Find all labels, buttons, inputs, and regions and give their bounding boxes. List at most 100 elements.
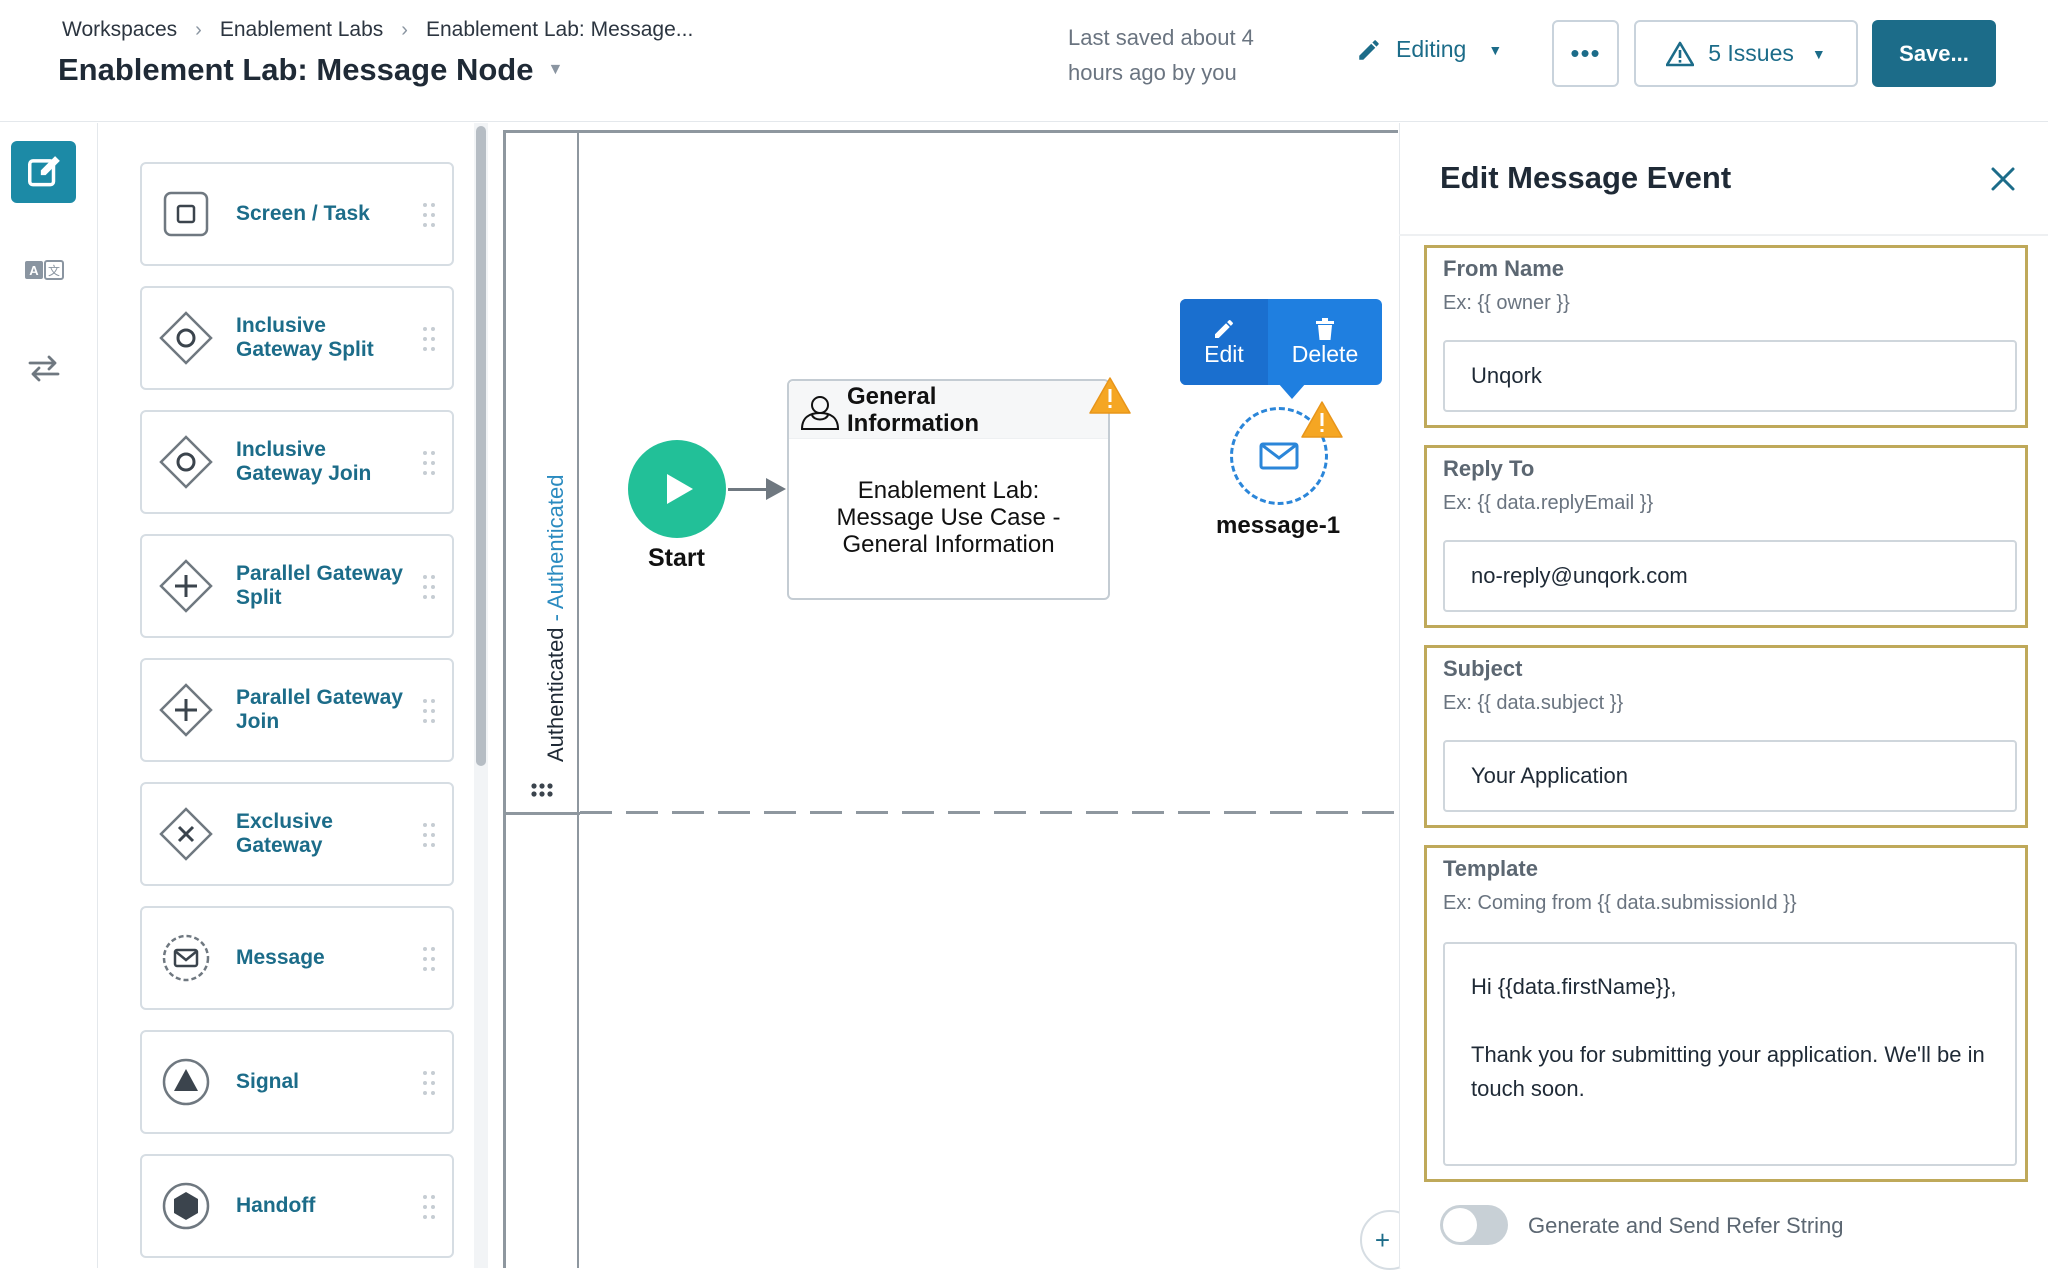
subject-label: Subject	[1443, 656, 1523, 681]
lane-divider	[506, 812, 580, 815]
template-textarea[interactable]: Hi {{data.firstName}}, Thank you for sub…	[1443, 942, 2017, 1166]
palette-item-label: Parallel Gateway Split	[236, 562, 403, 609]
drag-handle-icon[interactable]	[422, 1194, 436, 1220]
palette-item-label: Inclusive Gateway Split	[236, 314, 374, 361]
palette-item-label: Exclusive Gateway	[236, 810, 333, 857]
palette-item-label: Signal	[236, 1070, 300, 1093]
refer-string-toggle[interactable]	[1440, 1205, 1508, 1245]
warning-icon	[1666, 41, 1695, 66]
edit-icon	[27, 156, 60, 187]
palette-item-signal[interactable]: Signal	[140, 1030, 454, 1134]
drag-handle-icon[interactable]	[422, 450, 436, 476]
template-field: Template Ex: Coming from {{ data.submiss…	[1424, 845, 2028, 1182]
from-name-label: From Name	[1443, 256, 1565, 281]
handoff-icon	[158, 1178, 214, 1234]
square-icon	[158, 186, 214, 242]
palette-scrollbar-thumb[interactable]	[476, 126, 486, 766]
rail-swap-button[interactable]	[11, 337, 76, 399]
drag-handle-icon[interactable]	[422, 698, 436, 724]
palette-item-label: Parallel Gateway Join	[236, 686, 403, 733]
translate-icon: A 文	[24, 260, 64, 280]
close-icon[interactable]	[1988, 164, 2018, 194]
palette-item-inclusive-gateway-join[interactable]: Inclusive Gateway Join	[140, 410, 454, 514]
page-title[interactable]: Enablement Lab: Message Node ▼	[58, 52, 563, 88]
issues-button[interactable]: 5 Issues ▼	[1634, 20, 1858, 87]
reply-to-label: Reply To	[1443, 456, 1535, 481]
warning-icon[interactable]	[1300, 400, 1344, 440]
swimlane-pool	[503, 130, 1398, 1268]
task-title-line-1: General	[847, 383, 937, 410]
breadcrumb-workspaces[interactable]: Workspaces	[62, 18, 178, 41]
breadcrumb-current: Enablement Lab: Message...	[425, 18, 694, 41]
from-name-hint: Ex: {{ owner }}	[1443, 292, 1570, 314]
parallel-gateway-icon	[158, 558, 214, 614]
palette-item-screen-task[interactable]: Screen / Task	[140, 162, 454, 266]
rail-translate-button[interactable]: A 文	[11, 239, 76, 301]
palette-item-label: Message	[236, 946, 325, 969]
task-node-general-information[interactable]: General Information Enablement Lab: Mess…	[787, 379, 1110, 600]
palette-item-parallel-gateway-split[interactable]: Parallel Gateway Split	[140, 534, 454, 638]
task-title-line-2: Information	[847, 410, 979, 437]
subject-field: Subject Ex: {{ data.subject }} Your Appl…	[1424, 645, 2028, 828]
pencil-icon	[1359, 39, 1379, 60]
warning-icon[interactable]	[1088, 376, 1132, 416]
palette-item-label: Screen / Task	[236, 202, 370, 225]
task-node-body: Enablement Lab: Message Use Case - Gener…	[789, 477, 1108, 558]
palette-item-handoff[interactable]: Handoff	[140, 1154, 454, 1258]
caret-down-icon: ▼	[1811, 45, 1826, 62]
drag-handle-icon[interactable]	[422, 946, 436, 972]
task-body-line-1: Enablement Lab:	[857, 477, 1040, 504]
mode-label: Editing	[1396, 36, 1467, 62]
inclusive-gateway-icon	[158, 434, 214, 490]
palette-item-label: Handoff	[236, 1194, 316, 1217]
rail-edit-button[interactable]	[11, 141, 76, 203]
drag-handle-icon[interactable]	[422, 202, 436, 228]
palette-item-message[interactable]: Message	[140, 906, 454, 1010]
message-event-label: message-1	[1216, 512, 1341, 539]
inclusive-gateway-icon	[158, 310, 214, 366]
lane-header-lower	[506, 815, 579, 1268]
popover-edit-label: Edit	[1204, 340, 1244, 367]
exclusive-gateway-icon	[158, 806, 214, 862]
drag-handle-icon[interactable]	[422, 574, 436, 600]
page-title-text: Enablement Lab: Message Node	[58, 52, 534, 87]
play-icon	[667, 474, 693, 504]
drag-handle-icon[interactable]	[422, 822, 436, 848]
lane-label-role: Authenticated	[543, 627, 568, 762]
reply-to-input[interactable]: no-reply@unqork.com	[1443, 540, 2017, 612]
left-rail: A 文	[0, 123, 98, 1268]
lane-label: Authenticated - Authenticated	[543, 475, 569, 762]
breadcrumb: Workspaces › Enablement Labs › Enablemen…	[62, 18, 693, 42]
lane-grip-icon[interactable]	[530, 782, 554, 798]
from-name-input[interactable]: Unqork	[1443, 340, 2017, 412]
caret-down-icon[interactable]: ▼	[547, 61, 564, 78]
save-button[interactable]: Save...	[1872, 20, 1996, 87]
signal-icon	[158, 1054, 214, 1110]
mode-dropdown[interactable]: Editing ▼	[1356, 36, 1502, 63]
chevron-right-icon: ›	[195, 18, 202, 41]
template-line-1: Hi {{data.firstName}},	[1471, 974, 1677, 999]
breadcrumb-enablement-labs[interactable]: Enablement Labs	[219, 18, 384, 41]
palette-item-inclusive-gateway-split[interactable]: Inclusive Gateway Split	[140, 286, 454, 390]
sequence-flow[interactable]	[728, 488, 782, 491]
task-node-header: General Information	[789, 381, 1108, 439]
subject-input[interactable]: Your Application	[1443, 740, 2017, 812]
lane-label-sep: -	[543, 609, 568, 628]
lane-label-sub: Authenticated	[543, 474, 568, 610]
drag-handle-icon[interactable]	[422, 1070, 436, 1096]
refer-string-toggle-label: Generate and Send Refer String	[1528, 1213, 1844, 1238]
popover-edit-button[interactable]: Edit	[1180, 299, 1268, 385]
more-options-button[interactable]: •••	[1552, 20, 1619, 87]
lane-header[interactable]	[506, 133, 579, 813]
popover-delete-button[interactable]: Delete	[1268, 299, 1382, 385]
caret-down-icon: ▼	[1488, 41, 1503, 58]
drag-handle-icon[interactable]	[422, 326, 436, 352]
arrow-head-icon	[766, 478, 786, 500]
palette-item-exclusive-gateway[interactable]: Exclusive Gateway	[140, 782, 454, 886]
trash-icon	[1316, 317, 1334, 340]
start-event-node[interactable]	[628, 440, 726, 538]
envelope-icon	[1259, 442, 1299, 470]
issues-label: 5 Issues	[1708, 40, 1794, 66]
svg-text:文: 文	[47, 263, 59, 278]
palette-item-parallel-gateway-join[interactable]: Parallel Gateway Join	[140, 658, 454, 762]
